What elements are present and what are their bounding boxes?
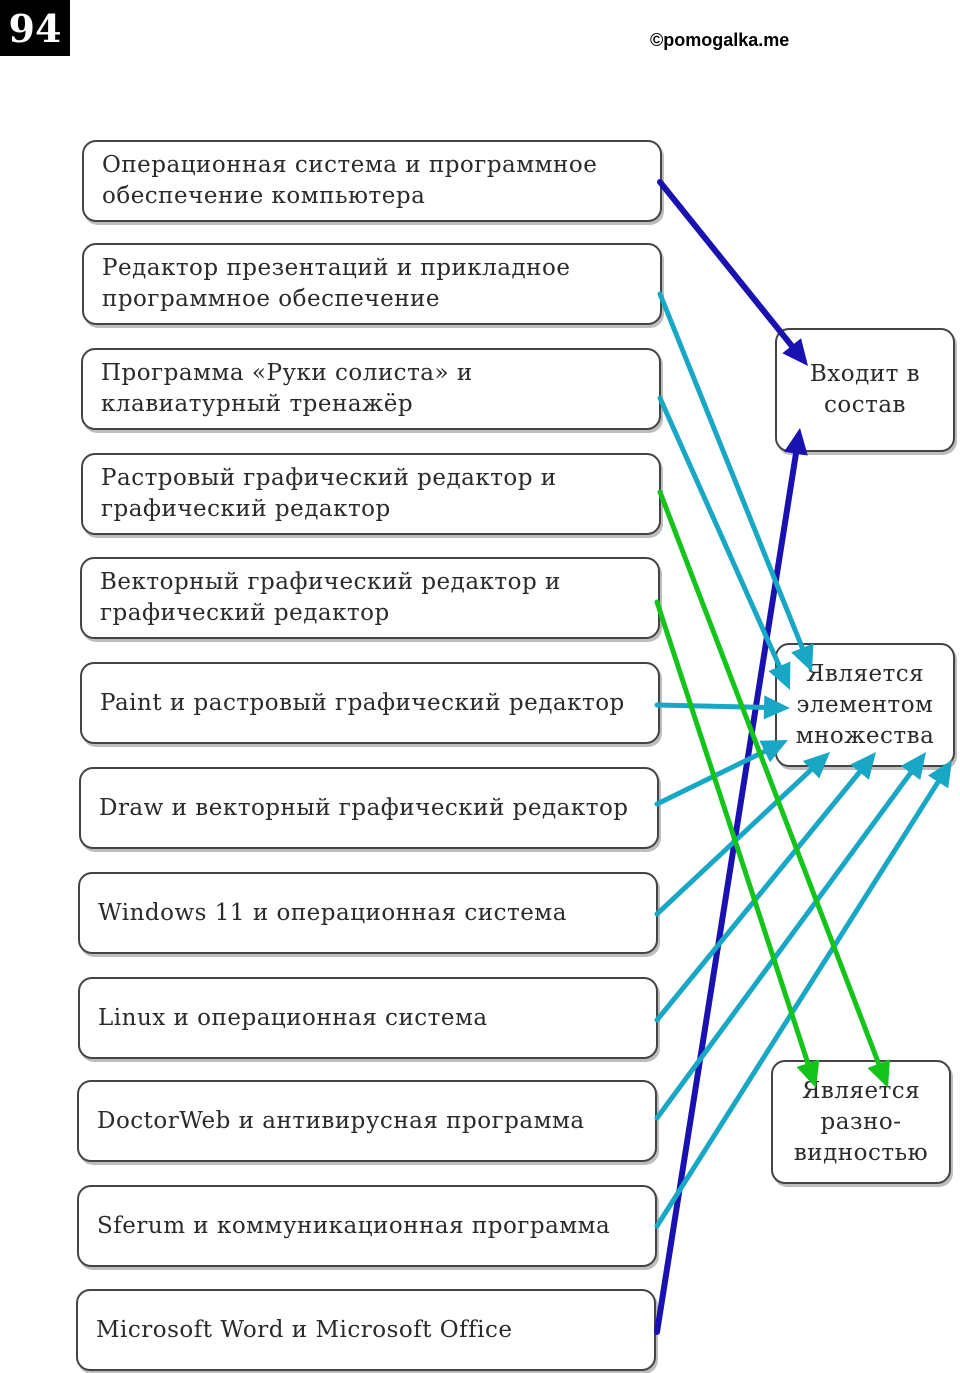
pair-box-presentation-editor: Редактор презентаций и прикладное програ… [82,243,662,325]
relation-box-kind-of: Является разно-видностью [771,1060,951,1184]
arrow-line-element_of-6 [654,748,768,807]
pair-box-os-software: Операционная система и программное обесп… [82,140,662,222]
arrow-line-element_of-7 [654,767,814,917]
arrow-line-kind_of-3 [657,489,882,1067]
pair-box-windows: Windows 11 и операционная система [78,872,658,954]
pair-box-microsoft-word: Microsoft Word и Microsoft Office [76,1289,656,1371]
relation-box-part-of: Входит в состав [775,328,955,452]
pair-box-raster-editor: Растровый графический редактор и графиче… [81,453,661,535]
pair-box-sferum: Sferum и коммуникационная программа [77,1185,657,1267]
arrow-line-element_of-5 [654,702,767,710]
watermark: ©pomogalka.me [650,30,790,50]
arrow-line-element_of-8 [654,769,863,1023]
arrow-line-part_of-11 [654,450,799,1335]
relation-box-element-of: Является элементом множества [775,643,955,767]
pair-box-doctorweb: DoctorWeb и антивирусная программа [77,1080,657,1162]
pair-box-draw: Draw и векторный графический редактор [79,767,659,849]
pair-box-paint: Paint и растровый графический редактор [80,662,660,744]
arrow-line-part_of-0 [657,179,795,349]
pair-box-keyboard-trainer: Программа «Руки солиста» и клавиатурный … [81,348,661,430]
page-number-badge: 94 [0,0,70,56]
pair-box-linux: Linux и операционная система [78,977,658,1059]
pair-box-vector-editor: Векторный графический редактор и графиче… [80,557,660,639]
arrow-line-element_of-2 [657,395,782,669]
